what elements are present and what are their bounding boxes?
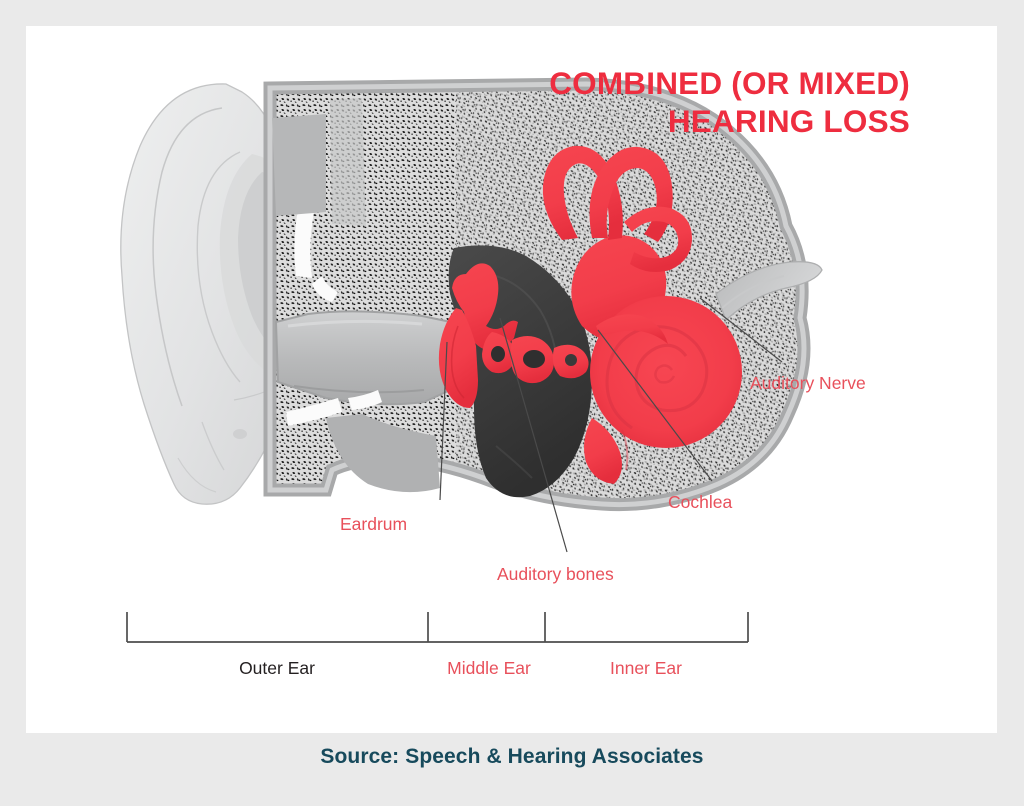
cochlea-highlight: [590, 296, 742, 448]
source-caption: Source: Speech & Hearing Associates: [320, 745, 704, 768]
label-cochlea: Cochlea: [668, 492, 732, 512]
title-line-2: HEARING LOSS: [668, 103, 910, 139]
ear-canal: [272, 98, 474, 493]
affected-structures-highlight: [438, 145, 742, 484]
tympanic-membrane: [438, 308, 478, 408]
label-auditory-nerve: Auditory Nerve: [750, 373, 866, 393]
title-line-1: COMBINED (OR MIXED): [549, 65, 910, 101]
label-auditory-bones: Auditory bones: [497, 564, 614, 584]
leader-line-cochlea: [597, 329, 713, 482]
lateral-semicircular-canal: [624, 206, 692, 272]
leader-line-auditory-nerve: [699, 297, 783, 363]
scale-label-outer-ear: Outer Ear: [239, 658, 315, 678]
content-card: COMBINED (OR MIXED) HEARING LOSS Eardrum…: [26, 26, 997, 733]
leader-line-auditory-bones: [499, 317, 568, 553]
ear-anatomy-diagram: COMBINED (OR MIXED) HEARING LOSS Eardrum…: [120, 65, 910, 678]
auditory-nerve-structure: [715, 261, 823, 322]
posterior-semicircular-canal: [589, 146, 673, 242]
label-eardrum: Eardrum: [340, 514, 407, 534]
scale-label-inner-ear: Inner Ear: [610, 658, 682, 678]
scale-label-middle-ear: Middle Ear: [447, 658, 531, 678]
ear-region-scale-bar: Outer Ear Middle Ear Inner Ear: [126, 612, 749, 678]
leader-line-eardrum: [439, 341, 448, 501]
